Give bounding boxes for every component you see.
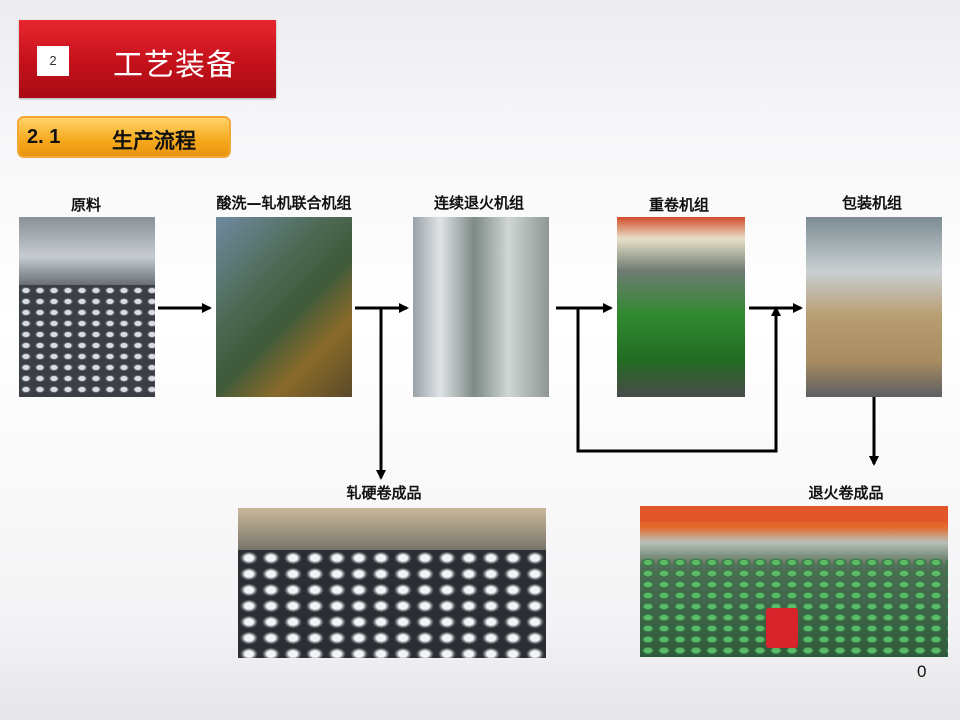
chapter-number: 2: [37, 46, 69, 76]
pickling-rolling-photo: [216, 217, 352, 397]
label-packaging-line: 包装机组: [841, 194, 903, 212]
section-tab: 2. 1 生产流程: [17, 116, 231, 158]
label-pickling-rolling-line: 酸洗—轧机联合机组: [216, 194, 352, 212]
label-annealed-coil: 退火卷成品: [808, 484, 884, 502]
slide-banner: 2 工艺装备: [19, 20, 276, 98]
section-title: 生产流程: [112, 129, 196, 153]
raw-material-photo: [19, 217, 155, 397]
overhead-crane: [640, 506, 948, 522]
label-rewinding-line: 重卷机组: [648, 196, 710, 214]
arrow-annealing-bypass-to-packaging: [576, 306, 781, 453]
annealing-line-photo: [413, 217, 549, 397]
packaging-line-photo: [806, 217, 942, 397]
hard-rolled-coil-photo: [238, 508, 546, 658]
label-hard-rolled-coil: 轧硬卷成品: [346, 484, 422, 502]
coil-stock-pattern: [19, 285, 155, 397]
section-number: 2. 1: [27, 126, 61, 148]
annealed-coil-photo: [640, 506, 948, 657]
label-continuous-annealing-line: 连续退火机组: [433, 194, 525, 212]
page-number: 0: [917, 662, 927, 681]
coil-stock-pattern: [238, 550, 546, 658]
slide-title: 工艺装备: [113, 48, 237, 83]
rewinding-line-photo: [617, 217, 745, 397]
truck: [766, 608, 798, 648]
label-raw-material: 原料: [70, 196, 102, 214]
